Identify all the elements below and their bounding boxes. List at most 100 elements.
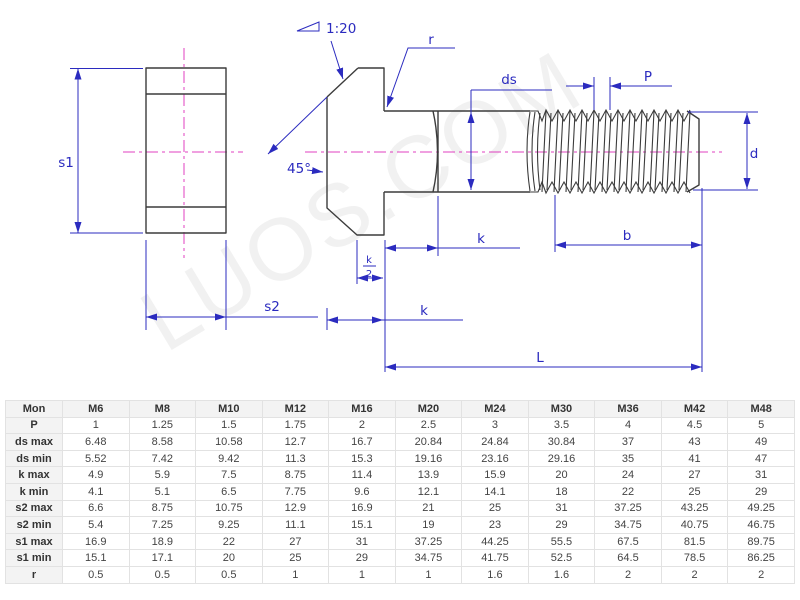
table-cell: 9.6 [329, 483, 396, 500]
taper-label: 1:20 [326, 21, 356, 37]
table-cell: 24 [595, 467, 662, 484]
table-cell: 12.7 [262, 434, 329, 451]
table-cell: 31 [728, 467, 795, 484]
table-cell: 3 [462, 417, 529, 434]
table-cell: 1.5 [196, 417, 263, 434]
table-cell: 34.75 [395, 550, 462, 567]
table-cell: 7.25 [129, 517, 196, 534]
column-header-M20: M20 [395, 401, 462, 418]
table-cell: 18.9 [129, 533, 196, 550]
table-cell: 1 [262, 566, 329, 583]
table-row: r0.50.50.51111.61.6222 [6, 566, 795, 583]
table-cell: 25 [262, 550, 329, 567]
r-leader-line [387, 48, 455, 107]
table-cell: 4.1 [63, 483, 130, 500]
table-cell: 55.5 [528, 533, 595, 550]
table-cell: 15.3 [329, 450, 396, 467]
table-cell: 20 [196, 550, 263, 567]
table-cell: 1.25 [129, 417, 196, 434]
row-label: s1 min [6, 550, 63, 567]
table-cell: 0.5 [63, 566, 130, 583]
table-cell: 29 [329, 550, 396, 567]
table-cell: 18 [528, 483, 595, 500]
table-row: s2 max6.68.7510.7512.916.921253137.2543.… [6, 500, 795, 517]
column-header-M6: M6 [63, 401, 130, 418]
d-label: d [750, 146, 759, 162]
table-cell: 23 [462, 517, 529, 534]
table-cell: 24.84 [462, 434, 529, 451]
table-cell: 6.48 [63, 434, 130, 451]
table-cell: 25 [462, 500, 529, 517]
table-cell: 15.9 [462, 467, 529, 484]
dimension-annotations: s1 s2 1:20 45° r ds P [58, 21, 758, 372]
table-cell: 5.9 [129, 467, 196, 484]
table-row: k max4.95.97.58.7511.413.915.920242731 [6, 467, 795, 484]
table-cell: 21 [395, 500, 462, 517]
table-cell: 6.6 [63, 500, 130, 517]
table-cell: 40.75 [661, 517, 728, 534]
table-cell: 8.75 [129, 500, 196, 517]
table-cell: 89.75 [728, 533, 795, 550]
table-cell: 30.84 [528, 434, 595, 451]
table-cell: 11.4 [329, 467, 396, 484]
ds-label: ds [501, 72, 517, 88]
table-cell: 43.25 [661, 500, 728, 517]
table-cell: 2 [595, 566, 662, 583]
table-cell: 47 [728, 450, 795, 467]
table-cell: 37.25 [595, 500, 662, 517]
row-label: ds min [6, 450, 63, 467]
column-header-M8: M8 [129, 401, 196, 418]
table-cell: 29.16 [528, 450, 595, 467]
table-cell: 17.1 [129, 550, 196, 567]
table-cell: 4 [595, 417, 662, 434]
l-label: L [536, 350, 544, 366]
table-cell: 4.9 [63, 467, 130, 484]
table-cell: 5 [728, 417, 795, 434]
row-label: k min [6, 483, 63, 500]
row-label: k max [6, 467, 63, 484]
ds-bracket-lines [471, 90, 552, 113]
table-row: ds min5.527.429.4211.315.319.1623.1629.1… [6, 450, 795, 467]
table-cell: 1.6 [528, 566, 595, 583]
table-row: ds max6.488.5810.5812.716.720.8424.8430.… [6, 434, 795, 451]
table-cell: 27 [262, 533, 329, 550]
table-cell: 22 [595, 483, 662, 500]
k-upper-label: k [477, 231, 485, 247]
table-cell: 49.25 [728, 500, 795, 517]
table-cell: 43 [661, 434, 728, 451]
table-cell: 7.75 [262, 483, 329, 500]
table-cell: 3.5 [528, 417, 595, 434]
t-head-end-view [146, 68, 226, 233]
table-cell: 11.3 [262, 450, 329, 467]
table-cell: 78.5 [661, 550, 728, 567]
end-view-outline [146, 68, 226, 233]
table-cell: 4.5 [661, 417, 728, 434]
column-header-M42: M42 [661, 401, 728, 418]
table-cell: 8.75 [262, 467, 329, 484]
table-cell: 10.75 [196, 500, 263, 517]
column-header-M10: M10 [196, 401, 263, 418]
table-cell: 86.25 [728, 550, 795, 567]
table-cell: 15.1 [63, 550, 130, 567]
table-cell: 27 [661, 467, 728, 484]
taper-symbol-icon [297, 22, 319, 31]
column-header-M48: M48 [728, 401, 795, 418]
column-header-M24: M24 [462, 401, 529, 418]
table-cell: 5.4 [63, 517, 130, 534]
table-cell: 25 [661, 483, 728, 500]
table-row: k min4.15.16.57.759.612.114.118222529 [6, 483, 795, 500]
row-label: s2 max [6, 500, 63, 517]
r-label: r [428, 32, 434, 48]
s1-extension-lines [70, 69, 143, 234]
table-cell: 37 [595, 434, 662, 451]
p-label: P [644, 69, 652, 85]
t-bolt-technical-drawing: s1 s2 1:20 45° r ds P [0, 0, 800, 398]
k-half-numerator: k [366, 255, 372, 266]
s2-label: s2 [264, 299, 280, 315]
table-cell: 20.84 [395, 434, 462, 451]
column-header-M36: M36 [595, 401, 662, 418]
table-cell: 19.16 [395, 450, 462, 467]
table-cell: 7.42 [129, 450, 196, 467]
end-view-chamfer-lines [146, 94, 226, 207]
